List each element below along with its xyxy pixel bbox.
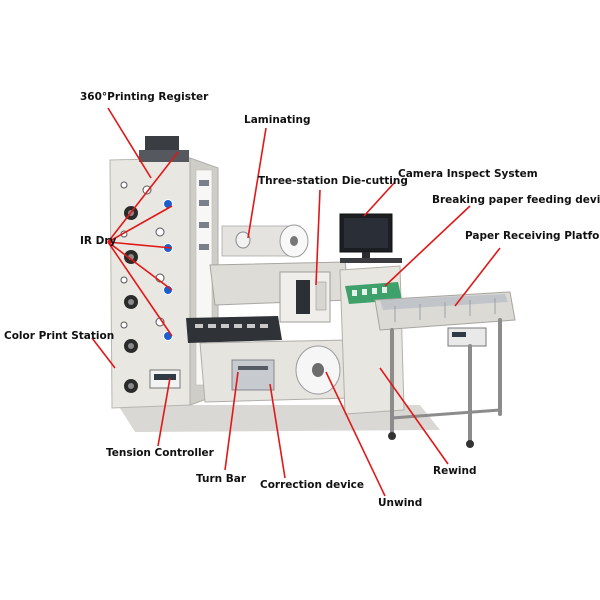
label-correction-device: Correction device: [260, 479, 365, 491]
label-unwind: Unwind: [378, 497, 423, 509]
label-rewind: Rewind: [433, 465, 477, 477]
label-printing-machine-illustration: [109, 136, 516, 448]
label-color-print-station: Color Print Station: [4, 330, 115, 342]
label-turn-bar: Turn Bar: [196, 473, 247, 485]
label-paper-receiving-platform: Paper Receiving Platform: [465, 230, 600, 242]
callout-leader-lines: [91, 107, 501, 497]
label-tension-controller: Tension Controller: [106, 447, 214, 459]
label-three-station-die-cutting: Three-station Die-cutting: [258, 175, 408, 187]
label-360-printing-register: 360°Printing Register: [80, 91, 209, 103]
label-laminating: Laminating: [244, 114, 311, 126]
label-ir-dry: IR Dry: [80, 235, 117, 247]
label-camera-inspect-system: Camera Inspect System: [398, 168, 538, 180]
label-breaking-paper-feeding-device: Breaking paper feeding device: [432, 194, 600, 206]
